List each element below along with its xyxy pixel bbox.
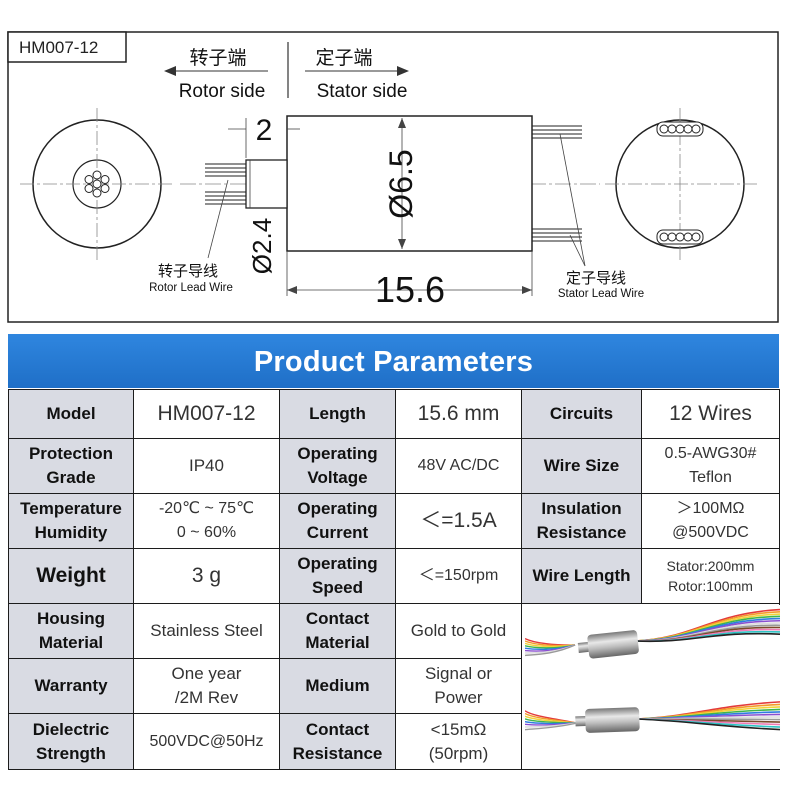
warranty-value: One year /2M Rev <box>133 658 280 714</box>
contact-resistance-value: <15mΩ (50rpm) <box>395 713 522 770</box>
insulation-value: ＞100MΩ @500VDC <box>641 493 780 549</box>
dim-shaft-diameter: Ø2.4 <box>247 218 277 274</box>
length-label: Length <box>279 389 396 439</box>
rotor-lead-en: Rotor Lead Wire <box>149 282 233 294</box>
model-label: Model <box>8 389 134 439</box>
param-row: Warranty One year /2M Rev Medium Signal … <box>8 658 780 714</box>
wire <box>525 643 576 656</box>
rotor-side-cn: 转子端 <box>189 47 246 69</box>
dim-shaft-length: 2 <box>256 114 273 147</box>
housing-label: Housing Material <box>8 603 134 659</box>
wire <box>636 717 781 730</box>
temperature-label: Temperature Humidity <box>8 493 134 549</box>
product-photo <box>521 603 783 770</box>
stator-side-en: Stator side <box>317 81 408 102</box>
technical-drawing: HM007-12 转子端 Rotor side 定子端 Stator side <box>7 31 779 323</box>
wire <box>634 632 781 642</box>
dim-length: 15.6 <box>375 269 445 310</box>
param-row: Dielectric Strength 500VDC@50Hz Contact … <box>8 713 780 770</box>
slip-ring-body-2 <box>575 706 640 733</box>
wire-length-value: Stator:200mm Rotor:100mm <box>641 548 780 604</box>
param-row: Protection Grade IP40 Operating Voltage … <box>8 438 780 494</box>
length-value: 15.6 mm <box>395 389 522 439</box>
circuits-label: Circuits <box>521 389 642 439</box>
slip-ring-body-1 <box>577 629 639 658</box>
dim-body-diameter: Ø6.5 <box>383 149 419 218</box>
weight-value: 3 g <box>133 548 280 604</box>
temperature-value: -20℃ ~ 75℃ 0 ~ 60% <box>133 493 280 549</box>
wire-size-label: Wire Size <box>521 438 642 494</box>
stator-lead-en: Stator Lead Wire <box>558 288 644 300</box>
stator-end-view <box>605 108 758 260</box>
stator-arrow-head <box>397 66 409 76</box>
rotor-lead-leader <box>207 179 229 259</box>
weight-label: Weight <box>8 548 134 604</box>
voltage-label: Operating Voltage <box>279 438 396 494</box>
insulation-label: Insulation Resistance <box>521 493 642 549</box>
circuits-value: 12 Wires <box>641 389 780 439</box>
stator-lead-leader-2 <box>569 234 586 267</box>
voltage-value: 48V AC/DC <box>395 438 522 494</box>
wire-length-label: Wire Length <box>521 548 642 604</box>
rotor-lead-cn: 转子导线 <box>158 263 218 280</box>
current-label: Operating Current <box>279 493 396 549</box>
contact-resistance-label: Contact Resistance <box>279 713 396 770</box>
param-row: Model HM007-12 Length 15.6 mm Circuits 1… <box>8 389 780 439</box>
lower-wire-bundle <box>525 700 781 730</box>
speed-label: Operating Speed <box>279 548 396 604</box>
dielectric-value: 500VDC@50Hz <box>133 713 280 770</box>
protection-value: IP40 <box>133 438 280 494</box>
param-row: Weight 3 g Operating Speed ＜=150rpm Wire… <box>8 548 780 604</box>
warranty-label: Warranty <box>8 658 134 714</box>
model-tag-box <box>7 31 127 63</box>
contact-material-label: Contact Material <box>279 603 396 659</box>
rotor-arrow-head <box>164 66 176 76</box>
stator-lead-cn: 定子导线 <box>566 270 626 287</box>
side-view <box>180 115 600 252</box>
parameters-table: Model HM007-12 Length 15.6 mm Circuits 1… <box>8 389 783 770</box>
rotor-end-view <box>20 108 175 260</box>
wire <box>525 721 578 730</box>
medium-label: Medium <box>279 658 396 714</box>
model-value: HM007-12 <box>133 389 280 439</box>
product-parameters-banner: Product Parameters <box>8 334 779 388</box>
model-tag: HM007-12 <box>19 38 98 57</box>
speed-value: ＜=150rpm <box>395 548 522 604</box>
dielectric-label: Dielectric Strength <box>8 713 134 770</box>
current-value: ＜=1.5A <box>395 493 522 549</box>
stator-lead-leader-1 <box>559 133 586 267</box>
protection-label: Protection Grade <box>8 438 134 494</box>
wire-size-value: 0.5-AWG30# Teflon <box>641 438 780 494</box>
param-row: Housing Material Stainless Steel Contact… <box>8 603 783 770</box>
slip-ring-photo <box>525 604 783 769</box>
contact-material-value: Gold to Gold <box>395 603 522 659</box>
medium-value: Signal or Power <box>395 658 522 714</box>
stator-side-cn: 定子端 <box>315 47 372 69</box>
upper-wire-bundle <box>525 608 781 656</box>
housing-value: Stainless Steel <box>133 603 280 659</box>
param-row: Temperature Humidity -20℃ ~ 75℃ 0 ~ 60% … <box>8 493 780 549</box>
rotor-side-en: Rotor side <box>179 81 266 102</box>
drawing-frame <box>7 31 779 323</box>
